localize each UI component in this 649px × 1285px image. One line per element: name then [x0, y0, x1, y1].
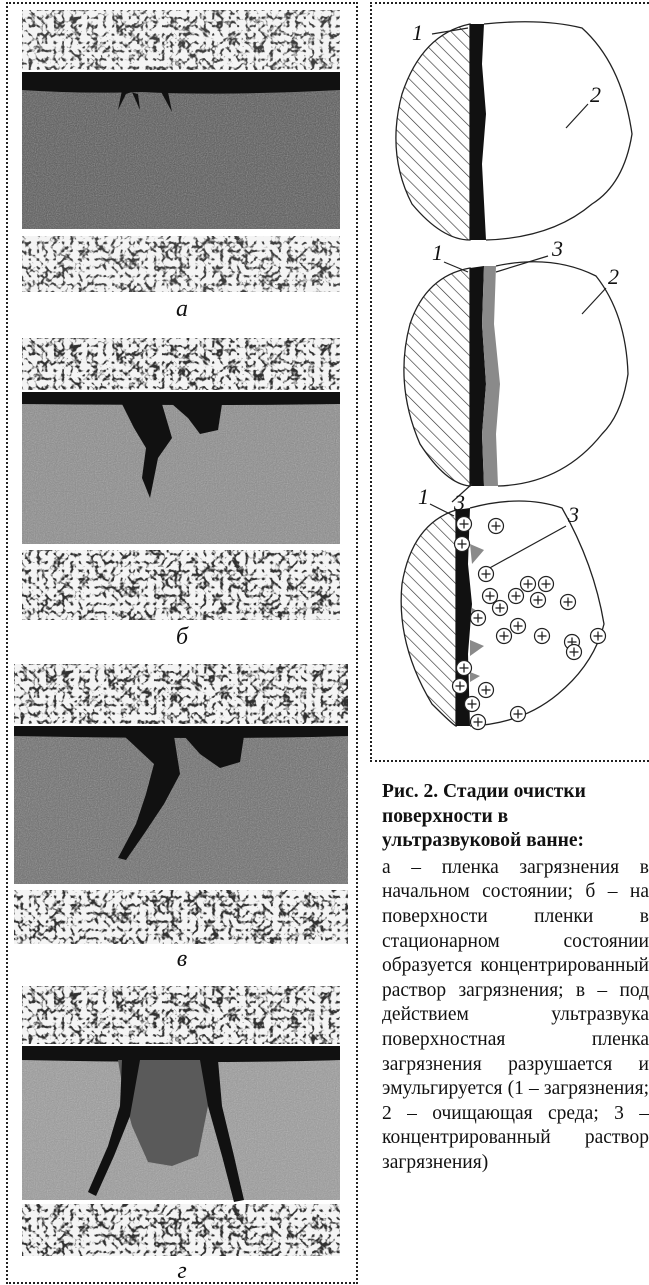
plus-circle-icon: [509, 589, 524, 604]
stage-2: 1 3 2: [404, 236, 628, 486]
plus-circle-icon: [539, 577, 554, 592]
photo-panel-g: [22, 986, 340, 1256]
stage-3: 1 3 3: [401, 484, 605, 730]
plus-circle-icon: [489, 519, 504, 534]
panel-label-g: г: [6, 1258, 358, 1285]
photo-panel-a: [22, 10, 340, 292]
plus-circle-icon: [471, 611, 486, 626]
surface-hatch: [396, 24, 470, 240]
label-3: 3: [551, 236, 563, 261]
plus-circle-icon: [535, 629, 550, 644]
medium-outline: [484, 22, 632, 240]
panel-label-v: в: [6, 946, 358, 973]
panel-label-b: б: [6, 624, 358, 651]
plus-circle-icon: [561, 595, 576, 610]
plus-circle-icon: [483, 589, 498, 604]
plus-circle-icon: [479, 567, 494, 582]
plus-circle-icon: [455, 537, 470, 552]
label-1: 1: [432, 240, 443, 265]
plus-circle-icon: [521, 577, 536, 592]
plus-circle-icon: [465, 697, 480, 712]
caption-title: Рис. 2. Стадии очистки поверхности в уль…: [382, 780, 649, 854]
plus-circle-icon: [479, 683, 494, 698]
label-2: 2: [608, 264, 619, 289]
label-3: 3: [567, 502, 579, 527]
label-1: 1: [418, 484, 429, 509]
stage-1: 1 2: [396, 20, 632, 240]
label-2: 2: [590, 82, 601, 107]
plus-circle-icon: [511, 619, 526, 634]
plus-circle-icon: [453, 679, 468, 694]
panel-label-a: а: [6, 296, 358, 323]
plus-circle-icon: [511, 707, 526, 722]
plus-circle-icon: [457, 661, 472, 676]
plus-circle-icon: [457, 517, 472, 532]
photo-panel-v: [14, 664, 348, 944]
plus-circle-icon: [471, 715, 486, 730]
label-1: 1: [412, 20, 423, 45]
cleaning-stages-diagram: 1 2 1 3 2 1 3 3: [372, 4, 648, 760]
caption-body: а – пленка загрязнения в начальном состо…: [382, 856, 649, 1176]
contaminant-layer: [470, 24, 486, 240]
plus-circle-icon: [497, 629, 512, 644]
label-3: 3: [453, 490, 465, 515]
figure-caption: Рис. 2. Стадии очистки поверхности в уль…: [382, 780, 649, 1176]
plus-circle-icon: [567, 645, 582, 660]
plus-circle-icon: [493, 601, 508, 616]
plus-circle-icon: [531, 593, 546, 608]
photo-panel-b: [22, 338, 340, 620]
plus-circle-icon: [591, 629, 606, 644]
